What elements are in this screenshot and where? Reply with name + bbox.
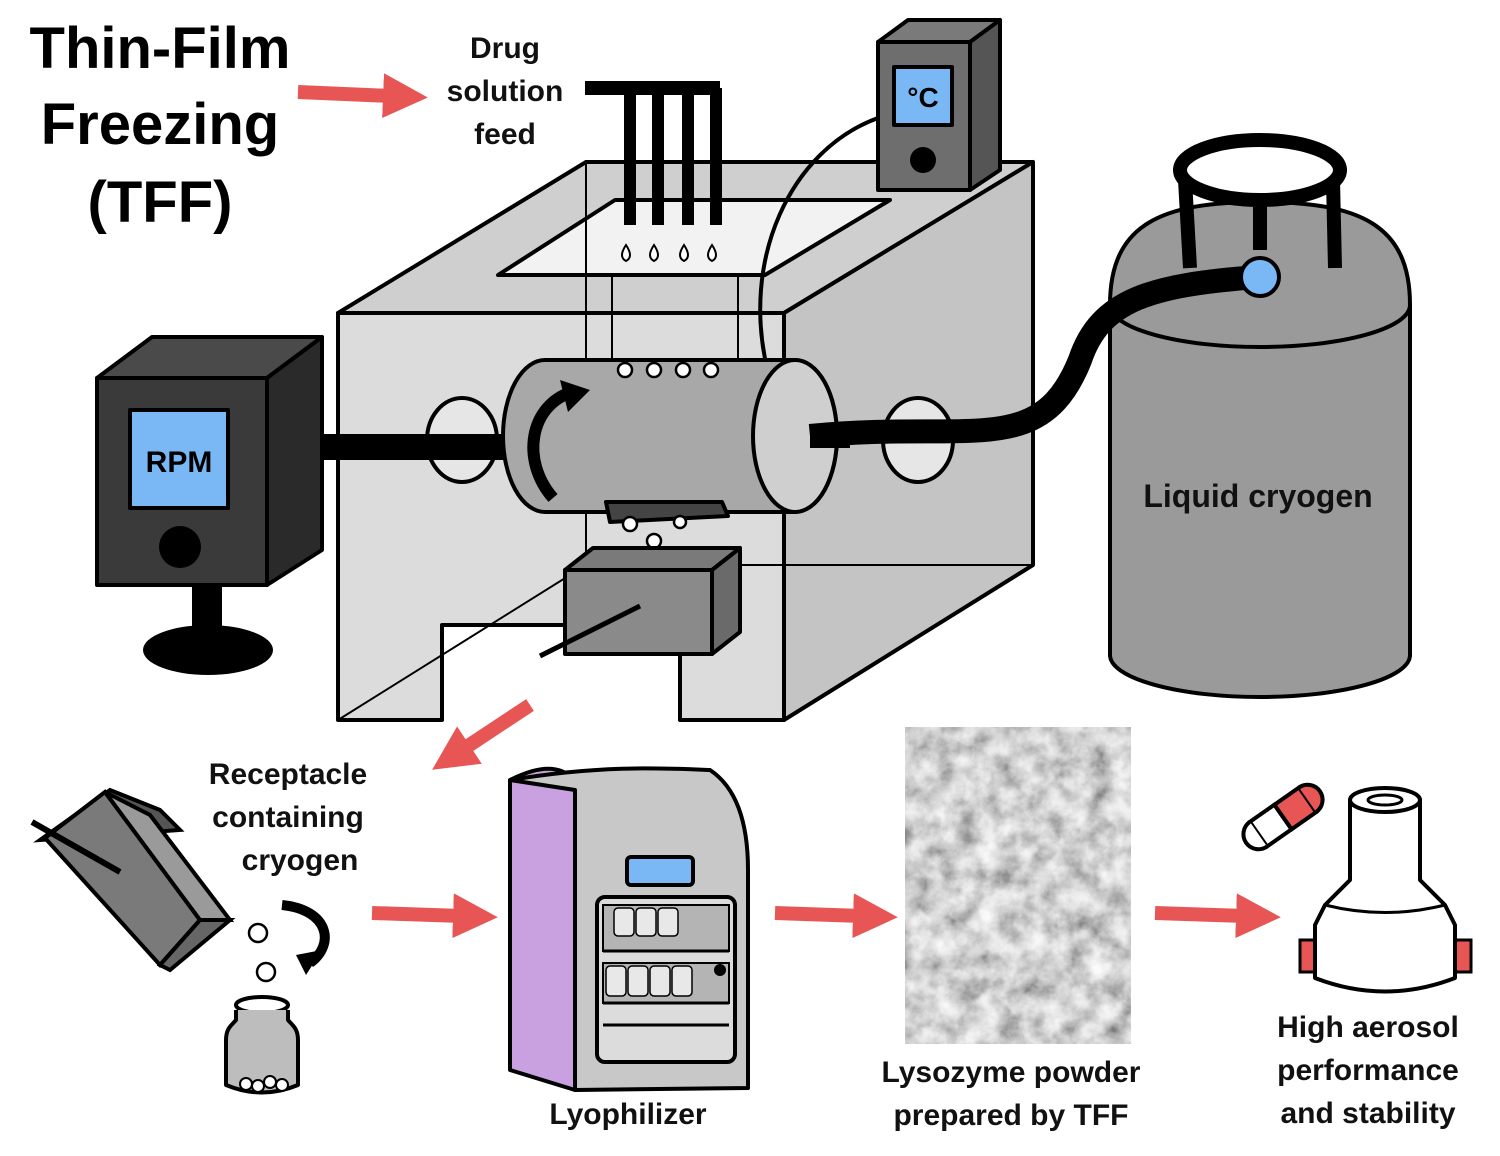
feed-tubes [585, 81, 739, 360]
tank-valve [1239, 256, 1281, 298]
receptacle-in-chamber [538, 546, 742, 659]
aerosol-label: High aerosol performance and stability [1277, 1011, 1459, 1130]
drive-shaft [300, 434, 510, 460]
flow-arrows [297, 73, 1281, 939]
drug-feed-line-2: solution [447, 75, 564, 108]
title-line-3: (TFF) [88, 170, 233, 235]
inhaler-body [1313, 798, 1457, 994]
tank-body [1108, 200, 1412, 699]
lyophilizer-display [625, 855, 695, 887]
thermo-knob [910, 147, 936, 173]
tank-ring-handle [1173, 133, 1347, 207]
dry-powder-inhaler [1241, 782, 1473, 994]
arrow-title-to-feed [297, 73, 428, 118]
falling-particles [621, 514, 688, 550]
lyophilizer: Lyophilizer [508, 766, 750, 1131]
cryogen-tank: Liquid cryogen [808, 133, 1412, 699]
arrow-to-powder [774, 893, 898, 939]
powder-line-1: Lysozyme powder [882, 1056, 1141, 1089]
thermo-label: °C [907, 82, 938, 113]
rpm-motor: RPM [95, 335, 324, 675]
feed-droplets [621, 243, 717, 263]
aerosol-line-2: performance [1277, 1054, 1459, 1087]
receptacle-line-1: Receptacle [209, 758, 367, 791]
lyophilizer-label: Lyophilizer [549, 1098, 707, 1131]
temperature-controller: °C [758, 18, 1002, 373]
pouring-receptacle [30, 787, 330, 983]
rpm-label: RPM [146, 446, 213, 479]
arrow-to-inhaler [1154, 893, 1281, 939]
rpm-screen [128, 408, 230, 510]
cryogen-tank-label: Liquid cryogen [1143, 478, 1372, 514]
receptacle-line-3: cryogen [242, 844, 359, 877]
aerosol-line-3: and stability [1280, 1097, 1455, 1130]
arrow-to-lyophilizer [371, 893, 498, 939]
capsule [1241, 782, 1325, 852]
cryogen-hose [808, 265, 1259, 448]
drum-droplets [616, 361, 720, 379]
arrow-to-receptacle [432, 699, 534, 770]
scraper-blade [604, 500, 730, 524]
rotation-arrow [527, 386, 575, 502]
title-line-2: Freezing [41, 92, 280, 157]
thermo-probe-wire [758, 116, 879, 373]
powder-sem-image [905, 727, 1131, 1044]
rpm-stand-base [143, 625, 273, 675]
thermo-screen [892, 65, 954, 127]
drug-feed-line-3: feed [474, 118, 536, 151]
powder-line-2: prepared by TFF [893, 1099, 1128, 1132]
drug-feed-line-1: Drug [470, 32, 540, 65]
aerosol-line-1: High aerosol [1277, 1011, 1459, 1044]
lyophilizer-side [508, 766, 577, 1092]
drug-feed-label: Drug solution feed [447, 32, 564, 151]
vial [224, 995, 300, 1095]
title: Thin-Film Freezing (TFF) [30, 16, 291, 235]
receptacle-label: Receptacle containing cryogen [209, 758, 367, 877]
title-line-1: Thin-Film [30, 16, 291, 81]
chamber-top-opening [496, 198, 892, 277]
rpm-knob [159, 526, 201, 568]
receptacle-line-2: containing [212, 801, 364, 834]
lysozyme-powder: Lysozyme powder prepared by TFF [882, 727, 1141, 1132]
